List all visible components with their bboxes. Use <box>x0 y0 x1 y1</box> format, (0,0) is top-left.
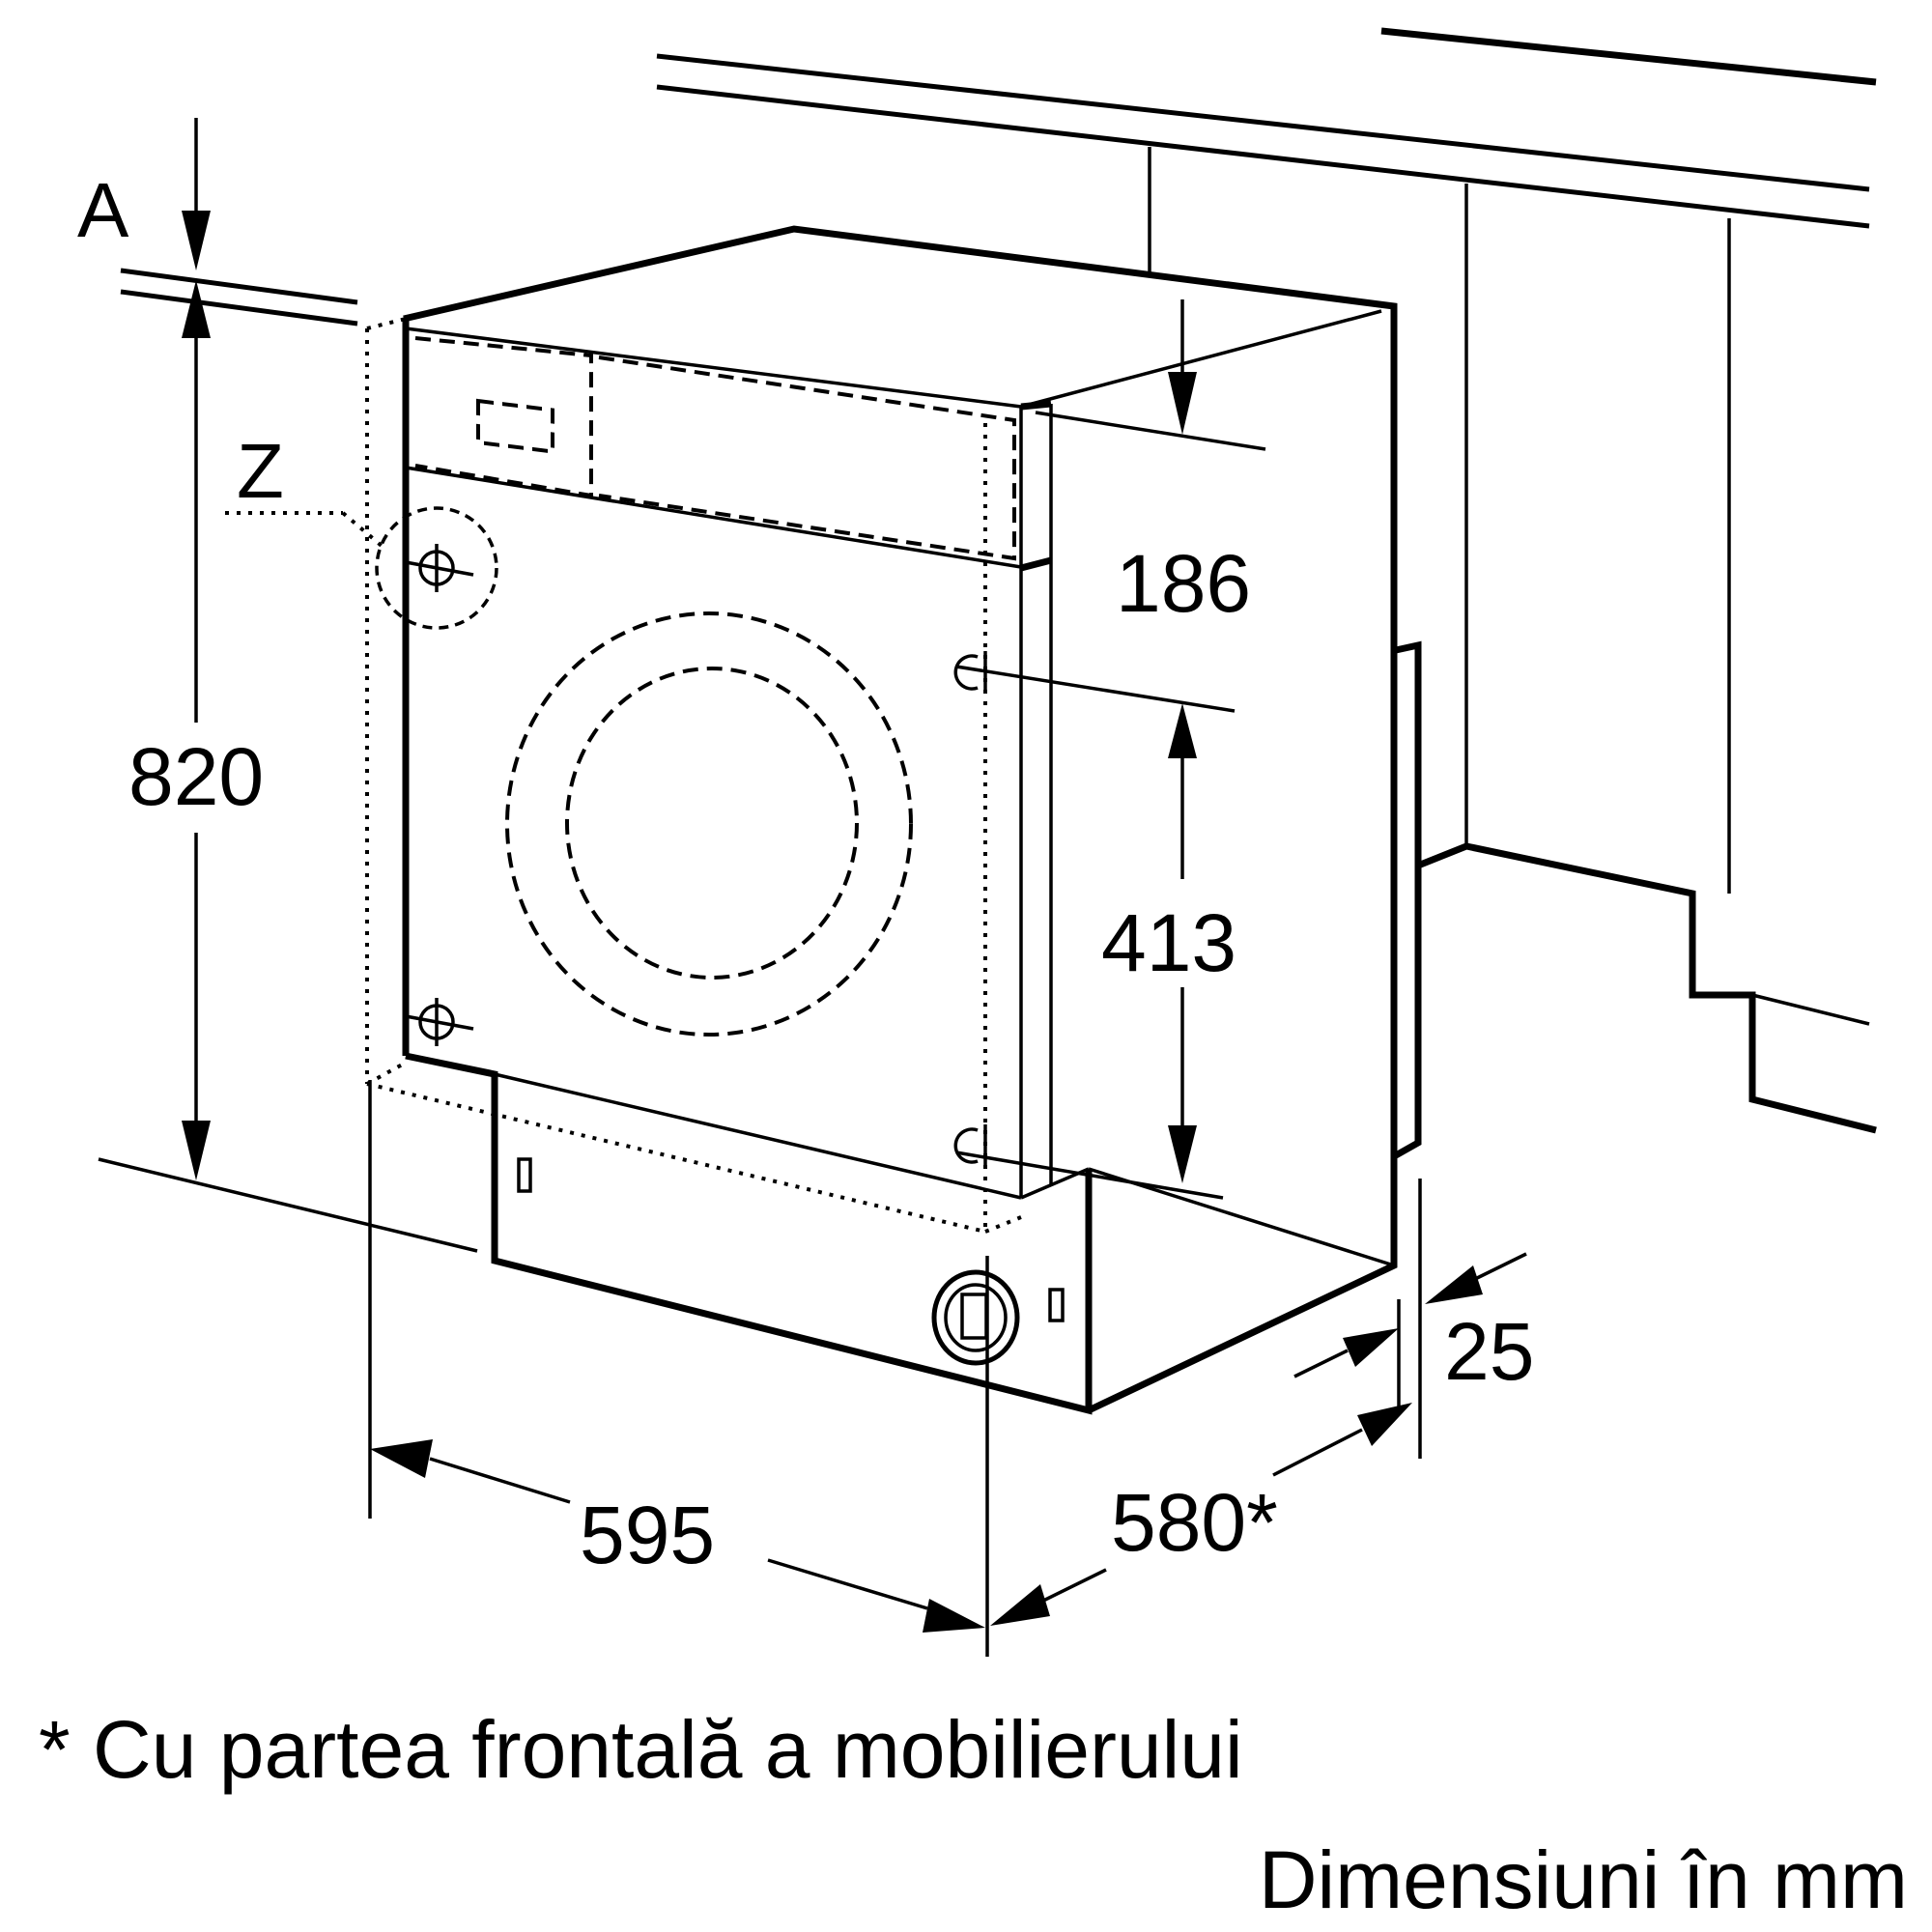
dimension-top-186: 186 <box>1116 538 1251 629</box>
dimension-door-413: 413 <box>1101 897 1236 988</box>
footnote: * Cu partea frontală a mobilierului <box>39 1704 1243 1795</box>
fixing-points <box>375 506 987 1167</box>
door-outline <box>505 611 913 1037</box>
neighbor-cabinet <box>1148 147 1877 1159</box>
catch-icon-lower <box>953 1124 987 1167</box>
countertop-lines <box>120 27 1877 327</box>
side-slot-icon <box>1048 1288 1065 1322</box>
dimension-width-595: 595 <box>580 1490 715 1580</box>
hinge-icon-bottom <box>405 998 474 1046</box>
dimension-height-820: 820 <box>128 731 264 822</box>
dimension-depth-580: 580* <box>1111 1477 1278 1568</box>
dimension-lines <box>98 118 1527 1657</box>
plinth-slot-icon <box>517 1157 532 1193</box>
catch-icon-upper <box>953 651 987 694</box>
washer-body <box>402 225 1398 1415</box>
dimension-offset-25: 25 <box>1444 1306 1534 1397</box>
niche-outline <box>225 317 1022 1234</box>
label-a: A <box>77 167 129 253</box>
hinge-icon-top <box>405 544 474 592</box>
units-caption: Dimensiuni în mm <box>1259 1834 1908 1925</box>
label-z: Z <box>237 428 284 514</box>
control-panel-outline <box>414 336 1016 561</box>
filter-flap-icon <box>931 1269 1020 1366</box>
